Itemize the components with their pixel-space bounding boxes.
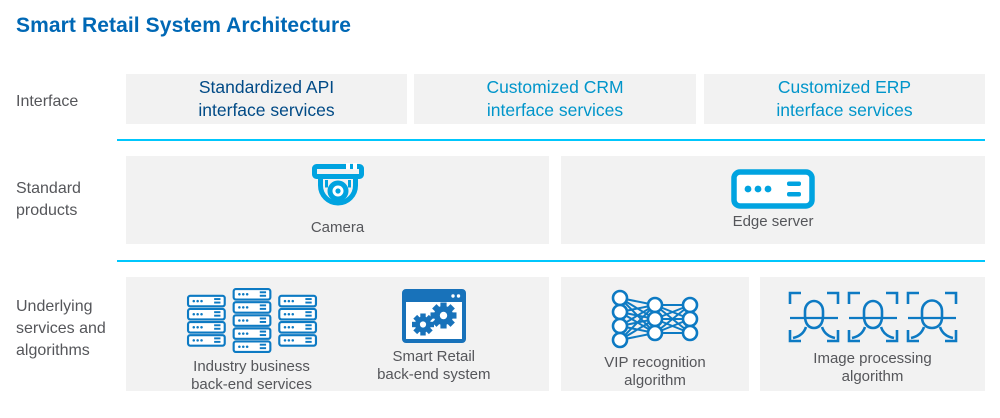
industry-business-item: Industry business back-end services xyxy=(185,277,319,395)
interface-box-standardized-api: Standardized API interface services xyxy=(126,74,407,124)
gears-window-icon xyxy=(401,288,466,344)
vip-recognition-panel: VIP recognition algorithm xyxy=(561,277,749,391)
edge-server-icon xyxy=(731,169,815,209)
camera-caption: Camera xyxy=(310,218,365,236)
smart-retail-caption: Smart Retail back-end system xyxy=(377,348,491,384)
image-processing-item: Image processing algorithm xyxy=(787,277,959,387)
row-label-standard-products: Standard products xyxy=(16,180,81,219)
vip-recognition-item: VIP recognition algorithm xyxy=(604,277,706,391)
smart-retail-item: Smart Retail back-end system xyxy=(377,277,490,385)
interface-box-customized-erp: Customized ERP interface services xyxy=(704,74,985,124)
divider-line-bottom xyxy=(117,260,985,262)
neural-network-icon xyxy=(611,288,699,350)
vip-recognition-caption: VIP recognition algorithm xyxy=(604,354,706,390)
interface-box-customized-crm: Customized CRM interface services xyxy=(414,74,696,124)
divider-line-top xyxy=(117,139,985,141)
image-processing-caption: Image processing algorithm xyxy=(813,350,932,386)
camera-product-panel: Camera xyxy=(126,156,549,244)
row-label-underlying-services: Underlying services and algorithms xyxy=(16,298,106,359)
row-label-interface: Interface xyxy=(16,93,79,110)
industry-business-caption: Industry business back-end services xyxy=(191,358,312,394)
image-processing-panel: Image processing algorithm xyxy=(760,277,985,391)
edge-server-caption: Edge server xyxy=(732,212,814,230)
server-rack-icon xyxy=(185,288,319,354)
backend-services-panel: Industry business back-end services xyxy=(126,277,549,393)
dome-camera-icon xyxy=(309,162,367,215)
page-title: Smart Retail System Architecture xyxy=(16,14,352,37)
edge-server-product-panel: Edge server xyxy=(561,156,985,244)
face-detection-icon xyxy=(787,288,959,346)
